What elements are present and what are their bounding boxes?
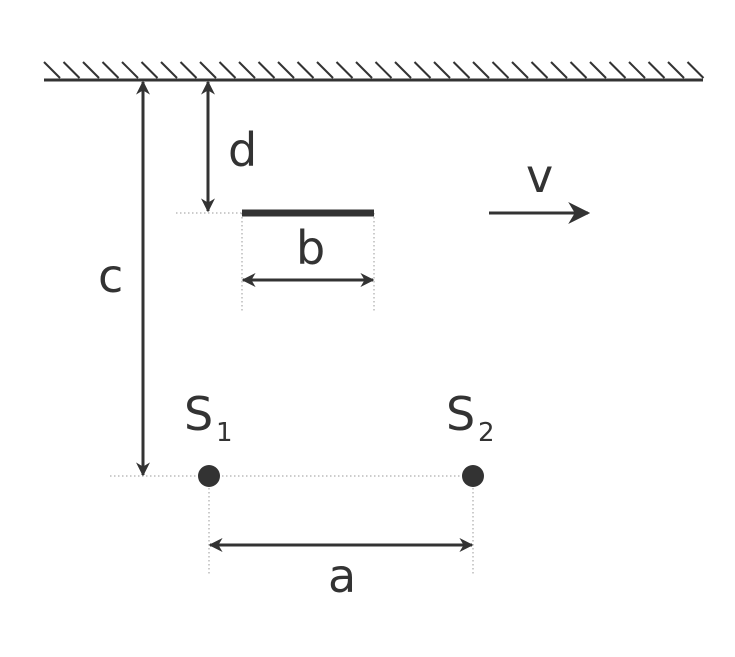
ceiling-hatch-mark [257, 61, 276, 79]
ceiling-hatch-mark [335, 61, 354, 79]
source-s2-dot [462, 465, 484, 487]
label-d: d [228, 123, 257, 177]
ceiling-hatch-mark [394, 61, 412, 79]
ceiling-hatch-mark [569, 61, 588, 79]
ceiling-hatch-mark [667, 61, 685, 79]
ceiling-hatch-mark [608, 61, 627, 79]
label-s1-subscript: 1 [216, 418, 233, 448]
label-s2: S [446, 387, 475, 441]
ceiling-hatch-mark [355, 61, 373, 79]
ceiling [43, 61, 705, 82]
ceiling-hatch-mark [101, 61, 120, 79]
ceiling-hatch-mark [491, 61, 510, 79]
ceiling-hatch-mark [628, 61, 646, 79]
ceiling-hatch-mark [121, 61, 139, 79]
ceiling-hatch-mark [179, 61, 198, 79]
ceiling-hatch-mark [43, 61, 61, 79]
guide-lines [110, 212, 474, 576]
ceiling-hatching [43, 61, 705, 79]
ceiling-hatch-mark [472, 61, 490, 79]
label-s2-subscript: 2 [478, 418, 495, 448]
ceiling-hatch-mark [140, 61, 159, 79]
ceiling-hatch-mark [160, 61, 178, 79]
ceiling-hatch-mark [316, 61, 334, 79]
label-v: v [526, 149, 553, 203]
ceiling-hatch-mark [530, 61, 549, 79]
ceiling-hatch-mark [199, 61, 217, 79]
ceiling-hatch-mark [452, 61, 471, 79]
ceiling-hatch-mark [686, 61, 705, 79]
label-c: c [98, 249, 123, 303]
label-b: b [296, 221, 325, 275]
label-a: a [328, 549, 356, 603]
ceiling-hatch-mark [413, 61, 432, 79]
ceiling-hatch-mark [82, 61, 100, 79]
ceiling-hatch-mark [647, 61, 666, 79]
ceiling-hatch-mark [277, 61, 295, 79]
ceiling-hatch-mark [433, 61, 451, 79]
ceiling-hatch-mark [218, 61, 237, 79]
ceiling-hatch-mark [550, 61, 568, 79]
ceiling-hatch-mark [589, 61, 607, 79]
ceiling-hatch-mark [296, 61, 315, 79]
ceiling-hatch-mark [238, 61, 256, 79]
ceiling-hatch-mark [374, 61, 393, 79]
ceiling-hatch-mark [62, 61, 81, 79]
label-s1: S [184, 387, 213, 441]
ceiling-hatch-mark [511, 61, 529, 79]
source-s1-dot [198, 465, 220, 487]
